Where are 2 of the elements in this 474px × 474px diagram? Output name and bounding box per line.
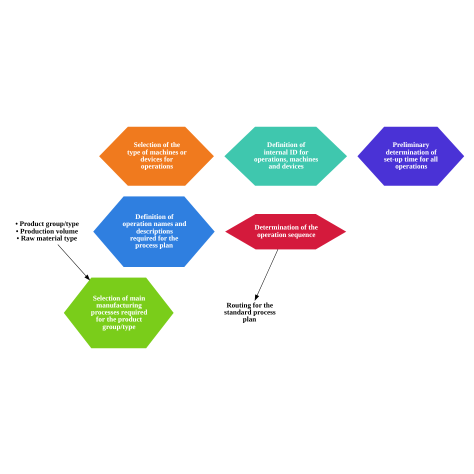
arrow: [254, 248, 278, 300]
arrow: [57, 244, 90, 280]
